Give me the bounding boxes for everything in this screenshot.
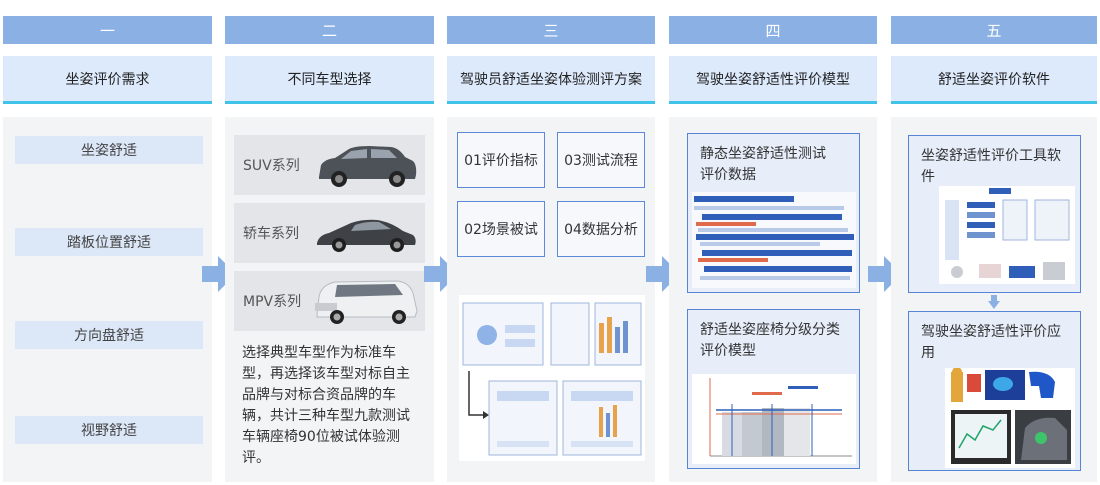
requirement-seat-comfort: 坐姿舒适	[15, 136, 203, 164]
car-label: MPV系列	[243, 294, 302, 310]
static-test-data-box: 静态坐姿舒适性测试评价数据	[687, 133, 860, 293]
car-card-mpv: MPV系列	[234, 271, 425, 331]
requirements-panel: 坐姿舒适 踏板位置舒适 方向盘舒适 视野舒适	[3, 117, 212, 482]
test-plan-panel: 01评价指标 03测试流程 02场景被试 04数据分析	[447, 117, 655, 482]
box-title: 坐姿舒适性评价工具软件	[921, 148, 1061, 185]
flow-arrow-icon	[424, 256, 458, 292]
plan-item-indicators: 01评价指标	[457, 132, 545, 188]
seat-grading-model-box: 舒适坐姿座椅分级分类评价模型	[687, 309, 860, 469]
plan-item-scenario: 02场景被试	[457, 201, 545, 257]
column-title-2: 不同车型选择	[225, 56, 434, 104]
suv-car-icon	[319, 146, 417, 187]
column-number-5: 五	[891, 16, 1097, 44]
requirement-steering-comfort: 方向盘舒适	[15, 321, 203, 349]
evaluation-tool-box: 坐姿舒适性评价工具软件	[908, 135, 1081, 293]
requirement-vision-comfort: 视野舒适	[15, 416, 203, 444]
mpv-car-icon	[315, 280, 418, 324]
column-number-1: 一	[3, 16, 212, 44]
data-table-image	[692, 192, 856, 288]
box-title: 舒适坐姿座椅分级分类评价模型	[700, 322, 840, 359]
grading-chart-image	[692, 374, 856, 464]
column-number-2: 二	[225, 16, 434, 44]
column-title-1: 坐姿评价需求	[3, 56, 212, 104]
car-card-suv: SUV系列	[234, 135, 425, 195]
evaluation-model-panel: 静态坐姿舒适性测试评价数据 舒适坐姿座椅分级分类评价模型	[669, 117, 877, 482]
car-selection-description: 选择典型车型作为标准车型，再选择该车型对标自主品牌与对标合资品牌的车辆，共计三种…	[242, 345, 410, 466]
requirement-pedal-comfort: 踏板位置舒适	[15, 228, 203, 256]
plan-item-process: 03测试流程	[557, 132, 645, 188]
car-label: SUV系列	[243, 158, 300, 174]
column-number-4: 四	[669, 16, 877, 44]
evaluation-application-box: 驾驶坐姿舒适性评价应用	[908, 311, 1081, 471]
car-label: 轿车系列	[243, 226, 299, 242]
application-screenshot-image	[945, 368, 1075, 468]
flow-arrow-icon	[868, 256, 902, 292]
car-selection-panel: SUV系列 轿车系列 MPV系列 选择典型车型作为标准车型，再选择该车型对标自主…	[225, 117, 434, 482]
car-card-sedan: 轿车系列	[234, 203, 425, 263]
box-title: 驾驶坐姿舒适性评价应用	[921, 324, 1061, 361]
sedan-car-icon	[317, 219, 416, 252]
flow-arrow-icon	[202, 256, 236, 292]
box-title: 静态坐姿舒适性测试评价数据	[700, 146, 826, 183]
column-title-5: 舒适坐姿评价软件	[891, 56, 1097, 104]
test-flowchart-image	[459, 295, 645, 461]
column-number-3: 三	[447, 16, 655, 44]
flow-arrow-icon	[646, 256, 680, 292]
plan-item-analysis: 04数据分析	[557, 201, 645, 257]
down-arrow-icon	[988, 295, 1000, 309]
software-panel: 坐姿舒适性评价工具软件 驾驶坐姿舒适性评价应用	[891, 117, 1097, 482]
tool-architecture-image	[939, 186, 1075, 284]
column-title-3: 驾驶员舒适坐姿体验测评方案	[447, 56, 655, 104]
column-title-4: 驾驶坐姿舒适性评价模型	[669, 56, 877, 104]
